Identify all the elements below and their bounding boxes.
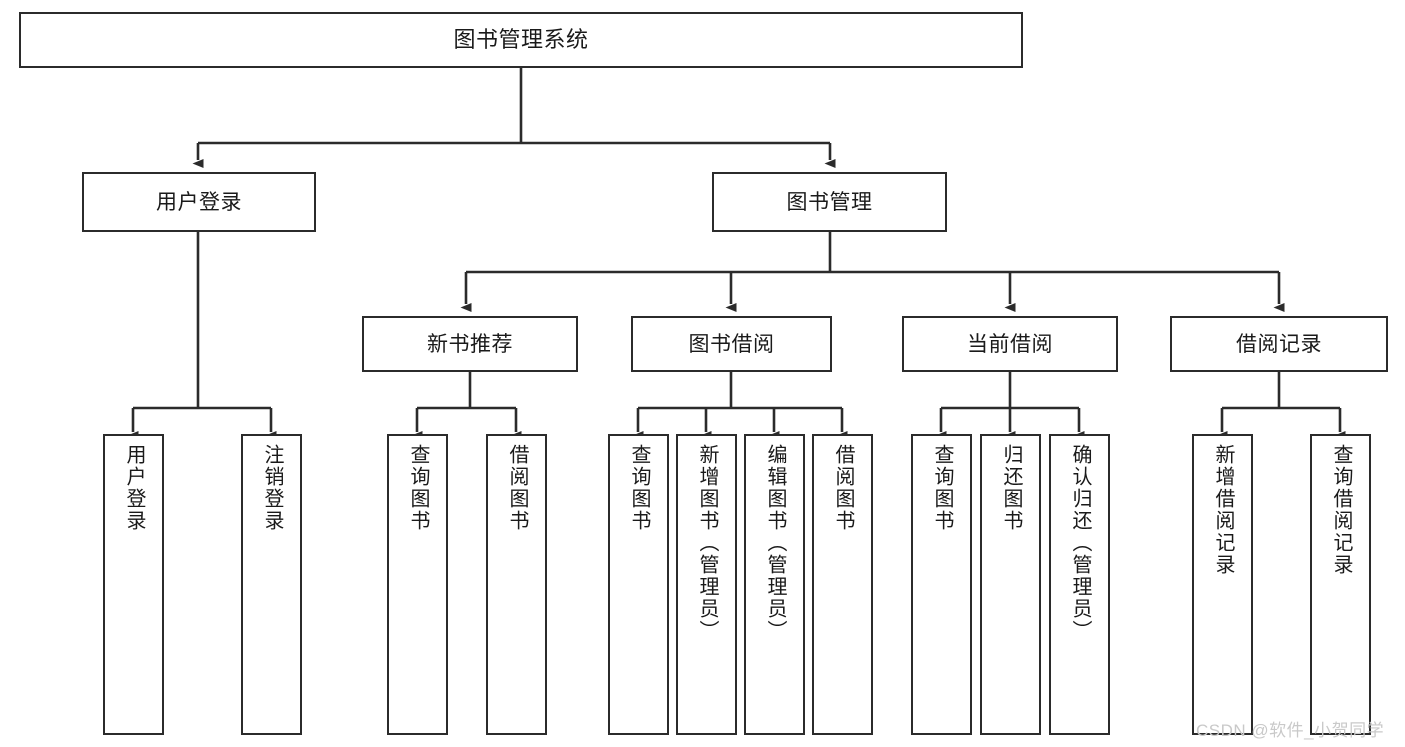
leaf-current-borrow-return-book[interactable]: 归还图书 xyxy=(980,434,1041,735)
leaf-current-borrow-confirm-return-admin[interactable]: 确认归还（管理员） xyxy=(1049,434,1110,735)
node-label: 用户登录 xyxy=(156,190,242,214)
node-label: 注销登录 xyxy=(261,444,283,532)
node-user-login[interactable]: 用户登录 xyxy=(82,172,316,232)
node-label: 查询图书 xyxy=(628,444,650,532)
node-current-borrow[interactable]: 当前借阅 xyxy=(902,316,1118,372)
node-label: 查询图书 xyxy=(931,444,953,532)
leaf-book-borrow-add-book-admin[interactable]: 新增图书（管理员） xyxy=(676,434,737,735)
node-label: 当前借阅 xyxy=(967,332,1053,356)
node-new-book-recommend[interactable]: 新书推荐 xyxy=(362,316,578,372)
node-book-borrow[interactable]: 图书借阅 xyxy=(631,316,832,372)
leaf-book-borrow-edit-book-admin[interactable]: 编辑图书（管理员） xyxy=(744,434,805,735)
node-label: 图书管理 xyxy=(786,190,873,214)
leaf-borrow-record-query-record[interactable]: 查询借阅记录 xyxy=(1310,434,1371,735)
node-label: 查询图书 xyxy=(407,444,429,532)
node-root-book-management-system[interactable]: 图书管理系统 xyxy=(19,12,1023,68)
node-label: 用户登录 xyxy=(123,444,145,532)
node-label: 图书管理系统 xyxy=(453,27,589,52)
leaf-new-book-query-book[interactable]: 查询图书 xyxy=(387,434,448,735)
node-label: 借阅记录 xyxy=(1236,332,1322,356)
node-label: 确认归还（管理员） xyxy=(1069,444,1091,642)
leaf-user-login-logout[interactable]: 注销登录 xyxy=(241,434,302,735)
node-label: 编辑图书（管理员） xyxy=(764,444,786,642)
leaf-user-login-login[interactable]: 用户登录 xyxy=(103,434,164,735)
node-label: 借阅图书 xyxy=(832,444,854,532)
node-label: 归还图书 xyxy=(1000,444,1022,532)
leaf-book-borrow-query-book[interactable]: 查询图书 xyxy=(608,434,669,735)
node-book-management[interactable]: 图书管理 xyxy=(712,172,947,232)
node-label: 新增图书（管理员） xyxy=(696,444,718,642)
leaf-current-borrow-query-book[interactable]: 查询图书 xyxy=(911,434,972,735)
node-label: 查询借阅记录 xyxy=(1330,444,1352,576)
node-label: 新书推荐 xyxy=(427,332,513,356)
leaf-book-borrow-borrow-book[interactable]: 借阅图书 xyxy=(812,434,873,735)
node-label: 图书借阅 xyxy=(688,332,775,356)
csdn-watermark: CSDN @软件_小贺同学 xyxy=(1196,721,1385,740)
node-label: 借阅图书 xyxy=(506,444,528,532)
node-borrow-record[interactable]: 借阅记录 xyxy=(1170,316,1388,372)
leaf-borrow-record-add-record[interactable]: 新增借阅记录 xyxy=(1192,434,1253,735)
leaf-new-book-borrow-book[interactable]: 借阅图书 xyxy=(486,434,547,735)
node-label: 新增借阅记录 xyxy=(1212,444,1234,576)
